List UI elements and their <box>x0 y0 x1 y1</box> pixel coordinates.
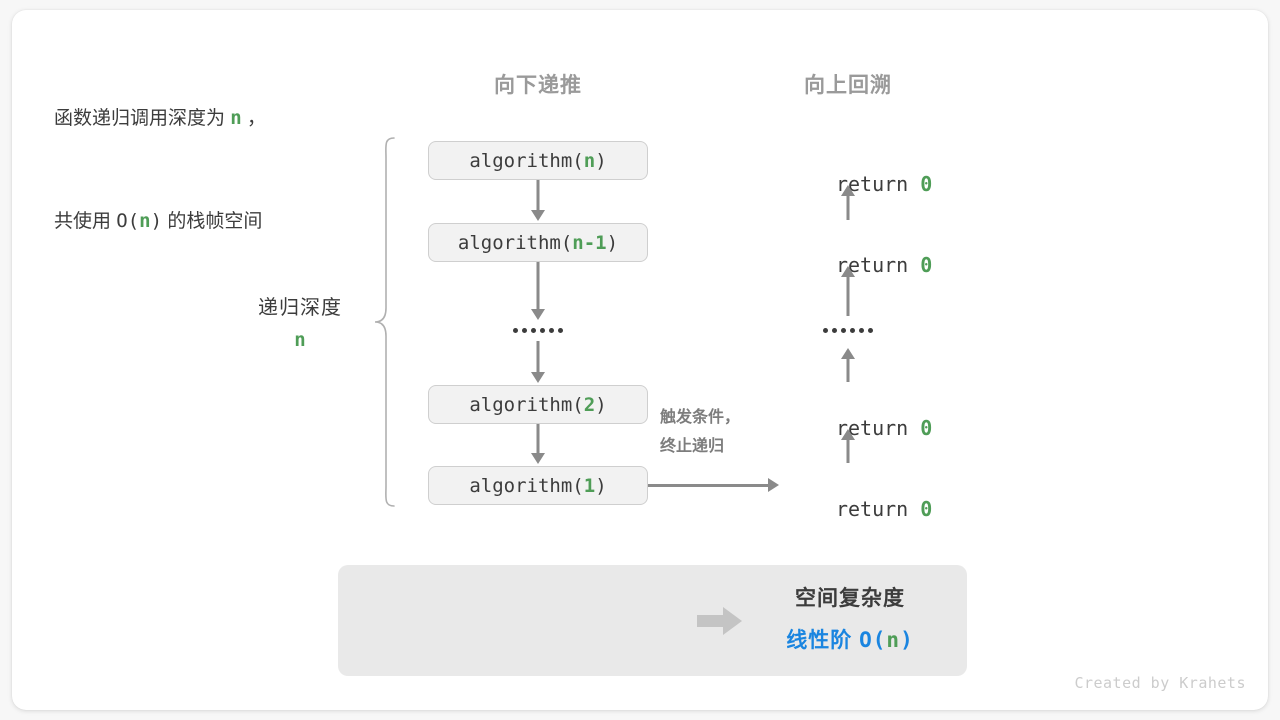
recursion-depth-value: n <box>294 329 306 351</box>
connector-line-down-1 <box>536 180 540 213</box>
return-value: 0 <box>920 253 933 277</box>
credit-text: Created by Krahets <box>1074 674 1246 692</box>
summary-line-1: 函数递归调用深度为 n ， <box>54 107 267 129</box>
call-box-1: algorithm(1) <box>428 466 648 505</box>
connector-arrowhead-up-1 <box>841 185 855 196</box>
column-header-recurse-down: 向下递推 <box>494 74 582 97</box>
summary-result-value: 线性阶 O(n) <box>786 628 914 652</box>
terminate-arrow-head <box>768 478 779 492</box>
connector-line-up-1 <box>846 187 850 220</box>
call-box-prefix: algorithm( <box>457 231 573 254</box>
connector-line-up-3 <box>846 350 850 382</box>
call-box-arg: 2 <box>583 393 596 416</box>
summary-n-1: n <box>230 107 242 129</box>
connector-arrowhead-up-2 <box>841 266 855 277</box>
call-box-suffix: ) <box>606 231 619 254</box>
terminate-annotation: 触发条件， 终止递归 <box>660 403 740 461</box>
call-box-arg: n <box>583 149 596 172</box>
return-value: 0 <box>920 497 933 521</box>
connector-line-up-4 <box>846 431 850 463</box>
summary-line-2: 共使用 O(n) 的栈帧空间 <box>54 210 263 232</box>
connector-arrowhead-down-2 <box>531 309 545 320</box>
recursion-depth-brace <box>374 137 395 507</box>
recursion-depth-text: 递归深度 <box>258 297 342 319</box>
terminate-annotation-line2: 终止递归 <box>660 438 725 455</box>
return-label-4: return 0 <box>764 473 933 545</box>
summary-result-n: n <box>886 628 901 652</box>
call-box-suffix: ) <box>595 474 607 497</box>
diagram-card: 向下递推 向上回溯 algorithm(n) algorithm(n-1) al… <box>12 10 1268 710</box>
recursion-depth-label: 递归深度 n <box>258 291 342 351</box>
ellipsis-right <box>823 328 873 333</box>
summary-result-title: 空间复杂度 <box>794 587 905 610</box>
connector-line-down-3 <box>536 341 540 375</box>
call-box-arg: 1 <box>583 474 596 497</box>
summary-n-2: n <box>139 210 151 232</box>
call-box-prefix: algorithm( <box>469 149 584 172</box>
connector-arrowhead-up-4 <box>841 429 855 440</box>
implies-arrow-icon <box>697 607 742 635</box>
terminate-annotation-line1: 触发条件， <box>660 409 741 426</box>
summary-panel <box>338 565 967 676</box>
call-box-arg: n-1 <box>572 231 607 254</box>
connector-line-up-2 <box>846 268 850 316</box>
return-value: 0 <box>920 416 933 440</box>
call-box-n-minus-1: algorithm(n-1) <box>428 223 648 262</box>
connector-arrowhead-down-4 <box>531 453 545 464</box>
call-box-n: algorithm(n) <box>428 141 648 180</box>
connector-arrowhead-down-3 <box>531 372 545 383</box>
connector-arrowhead-up-3 <box>841 348 855 359</box>
call-box-suffix: ) <box>595 149 607 172</box>
connector-arrowhead-down-1 <box>531 210 545 221</box>
column-header-backtrack-up: 向上回溯 <box>804 74 892 97</box>
call-box-2: algorithm(2) <box>428 385 648 424</box>
return-keyword: return <box>835 497 921 521</box>
return-value: 0 <box>920 172 933 196</box>
summary-result: 空间复杂度 线性阶 O(n) <box>786 582 913 654</box>
ellipsis-left <box>513 328 563 333</box>
summary-description: 函数递归调用深度为 n ， 共使用 O(n) 的栈帧空间 <box>54 33 266 307</box>
connector-line-down-2 <box>536 262 540 314</box>
terminate-arrow-line <box>648 484 768 487</box>
call-box-prefix: algorithm( <box>469 393 584 416</box>
connector-line-down-4 <box>536 424 540 456</box>
call-box-prefix: algorithm( <box>469 474 584 497</box>
call-box-suffix: ) <box>595 393 607 416</box>
